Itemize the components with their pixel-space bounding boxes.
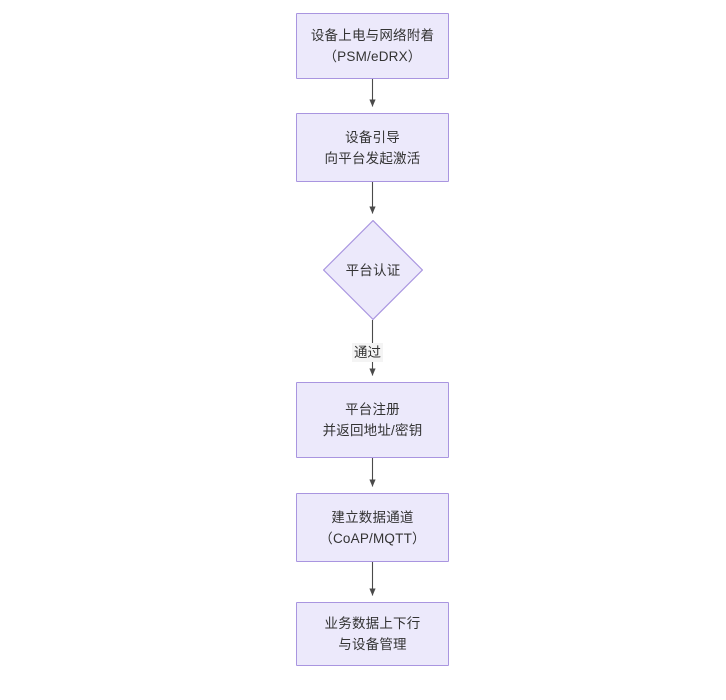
node-business-data[interactable]: 业务数据上下行 与设备管理 — [296, 602, 449, 666]
node-platform-auth-label: 平台认证 — [345, 262, 401, 278]
node-platform-register[interactable]: 平台注册 并返回地址/密钥 — [296, 382, 449, 458]
diamond-shape-icon — [323, 220, 423, 320]
node-platform-auth[interactable]: 平台认证 — [323, 220, 423, 320]
node-business-data-label: 业务数据上下行 与设备管理 — [324, 616, 421, 652]
node-power-on[interactable]: 设备上电与网络附着 （PSM/eDRX） — [296, 13, 449, 79]
node-data-channel[interactable]: 建立数据通道 （CoAP/MQTT） — [296, 493, 449, 562]
edge-label-pass: 通过 — [352, 343, 383, 362]
node-bootstrap-label: 设备引导 向平台发起激活 — [324, 129, 421, 166]
node-power-on-label: 设备上电与网络附着 （PSM/eDRX） — [310, 28, 435, 64]
node-bootstrap[interactable]: 设备引导 向平台发起激活 — [296, 113, 449, 182]
node-data-channel-label: 建立数据通道 （CoAP/MQTT） — [319, 509, 426, 546]
node-platform-register-label: 平台注册 并返回地址/密钥 — [322, 402, 423, 438]
